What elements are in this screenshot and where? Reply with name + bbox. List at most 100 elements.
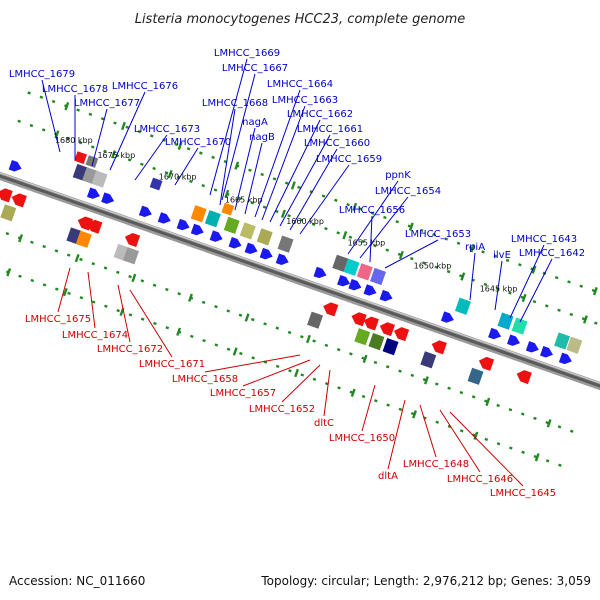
- forward-gene-arrow: [379, 289, 393, 302]
- tick-dot: [51, 99, 56, 104]
- forward-gene-label: LMHCC_1679: [9, 69, 75, 80]
- tick-dot: [554, 275, 559, 280]
- major-tick: [224, 189, 230, 199]
- tick-dot: [104, 304, 108, 308]
- tick-dot: [275, 326, 280, 330]
- tick-dot: [262, 205, 267, 209]
- tick-dot: [91, 262, 96, 266]
- tick-dot: [385, 248, 390, 252]
- reverse-cog-block: [123, 247, 139, 265]
- reverse-leader: [129, 289, 173, 358]
- reverse-gene-arrow: [323, 302, 339, 317]
- major-tick: [521, 293, 527, 303]
- tick-dot: [422, 261, 426, 265]
- tick-label: 1675 kbp: [97, 151, 135, 160]
- major-tick: [111, 150, 117, 159]
- forward-gene-label: LMHCC_1670: [165, 137, 231, 148]
- tick-dot: [337, 386, 341, 390]
- tick-dot: [250, 201, 255, 205]
- forward-gene-arrow: [228, 237, 242, 249]
- tick-dot: [569, 312, 574, 317]
- tick-dot: [287, 214, 291, 218]
- tick-dot: [471, 395, 476, 399]
- forward-gene-arrow: [558, 352, 572, 365]
- forward-leader: [369, 215, 373, 263]
- tick-dot: [41, 128, 46, 132]
- forward-leader: [359, 196, 409, 259]
- tick-dot: [386, 403, 390, 407]
- reverse-gene-label: LMHCC_1652: [249, 404, 315, 415]
- major-tick: [485, 397, 491, 406]
- tick-dot: [398, 369, 402, 373]
- major-tick: [74, 253, 80, 263]
- forward-gene-label: LMHCC_1654: [375, 186, 441, 197]
- tick-dot: [544, 304, 549, 308]
- tick-dot: [128, 274, 132, 279]
- major-tick: [534, 453, 540, 462]
- reverse-leader: [387, 399, 406, 470]
- major-tick: [362, 354, 368, 364]
- forward-gene-arrow: [209, 230, 223, 242]
- reverse-cog-block: [75, 230, 92, 248]
- tick-dot: [201, 184, 206, 188]
- genome-backbone: [0, 171, 600, 391]
- reverse-leader: [87, 271, 96, 329]
- forward-leader: [299, 164, 350, 235]
- tick-dot: [78, 141, 83, 145]
- gene-features: [0, 151, 583, 385]
- tick-dot: [349, 352, 353, 356]
- forward-gene-label: LMHCC_1659: [316, 154, 382, 165]
- major-tick: [121, 121, 126, 131]
- forward-cog-block: [91, 170, 108, 188]
- forward-leader: [469, 252, 476, 301]
- tick-dot: [186, 147, 191, 151]
- major-tick: [167, 169, 173, 179]
- forward-gene-label: LMHCC_1661: [297, 124, 363, 135]
- major-tick: [18, 234, 24, 243]
- major-tick: [342, 231, 348, 240]
- forward-gene-arrow: [275, 253, 289, 265]
- reverse-gene-label: LMHCC_1648: [403, 459, 469, 470]
- forward-gene-arrow: [348, 278, 362, 291]
- tick-dot: [17, 119, 21, 123]
- reverse-leader: [449, 411, 524, 487]
- tick-dot: [385, 365, 390, 369]
- reverse-gene-label: LMHCC_1650: [329, 433, 395, 444]
- tick-dot: [348, 235, 353, 239]
- major-tick: [408, 222, 414, 231]
- tick-dot: [545, 459, 550, 463]
- forward-leader: [219, 108, 236, 206]
- tick-dot: [127, 158, 132, 162]
- tick-dot: [79, 257, 83, 262]
- map-title: Listeria monocytogenes HCC23, complete g…: [135, 12, 466, 27]
- tick-dot: [239, 351, 243, 356]
- major-tick: [398, 250, 404, 260]
- major-tick: [280, 209, 286, 218]
- reverse-gene-arrow: [431, 340, 447, 355]
- forward-gene-label: ilvE: [493, 250, 511, 261]
- label-leaders: [41, 58, 553, 487]
- tick-dot: [79, 296, 84, 300]
- tick-dot: [557, 425, 562, 429]
- tick-dot: [557, 308, 561, 312]
- genome-summary-text: Topology: circular; Length: 2,976,212 bp…: [260, 574, 591, 588]
- reverse-gene-label: dltA: [378, 471, 398, 482]
- forward-gene-arrow: [540, 346, 554, 358]
- forward-gene-arrow: [8, 160, 22, 172]
- forward-gene-arrow: [190, 223, 204, 236]
- reverse-cog-block: [382, 338, 399, 356]
- tick-dot: [272, 177, 277, 181]
- tick-dot: [444, 237, 449, 241]
- tick-dot: [432, 233, 436, 237]
- reverse-gene-label: LMHCC_1674: [62, 330, 128, 341]
- tick-dot: [66, 253, 71, 257]
- tick-dot: [484, 437, 489, 442]
- tick-dot: [567, 280, 571, 284]
- tick-dot: [299, 218, 304, 222]
- tick-dot: [579, 284, 584, 288]
- tick-label: 1660 kbp: [286, 217, 324, 226]
- tick-dot: [226, 347, 231, 351]
- reverse-gene-label: LMHCC_1675: [25, 314, 91, 325]
- accession-text: Accession: NC_011660: [9, 574, 145, 588]
- tick-dot: [505, 258, 510, 263]
